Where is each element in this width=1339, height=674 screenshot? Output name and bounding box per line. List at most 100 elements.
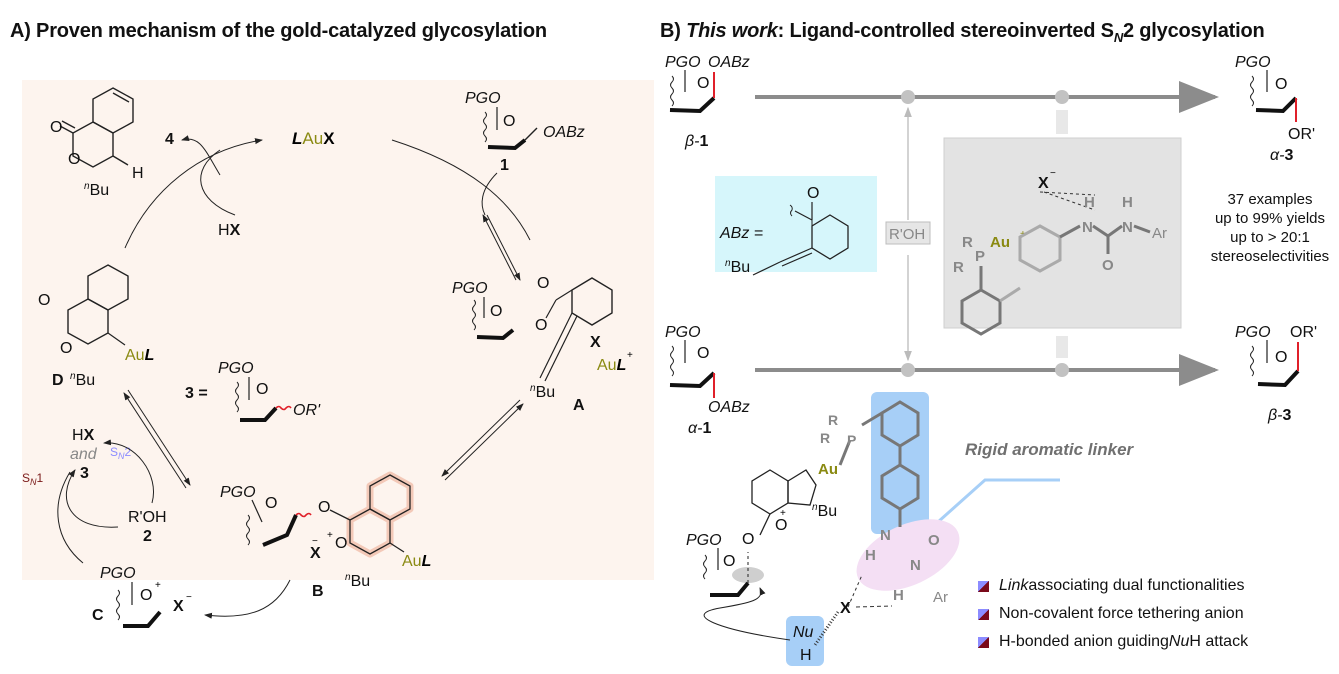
panel-b-title-prefix: B) — [660, 20, 687, 42]
beta-3-product: PGO OR' O β-3 — [1235, 324, 1317, 424]
isocoumarin-butyl: nBu — [84, 181, 109, 199]
stat-line: up to > 20:1 — [1230, 229, 1310, 246]
svg-text:O: O — [1275, 349, 1287, 366]
catalyst-arrow-up — [1056, 110, 1068, 134]
svg-text:O: O — [318, 499, 330, 516]
svg-text:X: X — [590, 334, 601, 351]
svg-text:O: O — [775, 517, 787, 534]
equilibrium-b-to-a — [444, 403, 524, 481]
svg-text:N: N — [910, 557, 921, 574]
intermediate-a: PGO O O O X AuL + nBu A — [452, 275, 633, 414]
substrate-1: PGO O OABz 1 — [465, 90, 585, 174]
track-node — [1055, 363, 1069, 377]
panel-b-title: B) This work: Ligand-controlled stereoin… — [660, 20, 1265, 45]
feature-list: Link associating dual functionalities No… — [978, 572, 1248, 656]
svg-text:R: R — [962, 234, 973, 251]
svg-text:−: − — [312, 536, 318, 547]
svg-text:B: B — [312, 583, 324, 600]
svg-text:PGO: PGO — [1235, 54, 1271, 71]
svg-text:P: P — [847, 432, 856, 448]
sn1-label: SN1 — [22, 471, 44, 487]
svg-text:+: + — [155, 580, 161, 591]
feature-text: H attack — [1189, 633, 1249, 650]
byproduct-4-label: 4 — [165, 131, 174, 148]
sn2-label: SN2 — [110, 445, 132, 461]
intermediate-c: PGO O + C X − — [92, 565, 192, 628]
svg-text:Ar: Ar — [933, 589, 948, 606]
svg-text:N: N — [1122, 219, 1133, 236]
bullet-icon — [978, 608, 989, 620]
roh-box-label: R'OH — [889, 226, 925, 243]
svg-text:1: 1 — [500, 157, 509, 174]
svg-text:−: − — [186, 592, 192, 603]
stat-line: stereoselectivities — [1210, 248, 1330, 265]
svg-text:O: O — [537, 275, 549, 292]
svg-text:PGO: PGO — [665, 54, 701, 71]
svg-text:Ar: Ar — [1152, 225, 1167, 242]
sn2-arrow — [103, 439, 154, 504]
panel-b-title-italic: This work — [686, 20, 778, 42]
alpha-3-product: PGO O OR' α-3 — [1235, 54, 1315, 164]
svg-text:β-1: β-1 — [684, 133, 708, 150]
svg-text:β-3: β-3 — [1267, 407, 1291, 424]
panel-b-title-rest: : Ligand-controlled stereoinverted S — [777, 20, 1114, 42]
results-summary: 37 examples up to 99% yields up to > 20:… — [1205, 190, 1335, 266]
svg-text:PGO: PGO — [665, 324, 701, 341]
svg-text:A: A — [573, 397, 585, 414]
svg-text:H: H — [865, 547, 876, 564]
svg-text:O: O — [503, 113, 515, 130]
svg-text:OR': OR' — [1288, 126, 1315, 143]
catalyst-arrow-down — [1056, 336, 1068, 358]
svg-text:OABz: OABz — [543, 124, 585, 141]
svg-text:OABz: OABz — [708, 399, 750, 416]
svg-text:O: O — [265, 495, 277, 512]
hx-curve — [200, 149, 236, 216]
catalyst-label: LAuX — [292, 129, 335, 148]
svg-text:O: O — [928, 532, 940, 549]
substrate-entry-arrow — [481, 172, 498, 216]
alpha-1-substrate: PGO O OABz α-1 — [665, 324, 750, 437]
svg-text:PGO: PGO — [100, 565, 136, 582]
equilibrium-a-to-b — [441, 399, 521, 477]
arrow-to-4 — [181, 135, 221, 176]
svg-text:O: O — [490, 303, 502, 320]
abz-definition-box — [715, 176, 877, 272]
svg-text:PGO: PGO — [465, 90, 501, 107]
feature-italic: Nu — [1168, 633, 1190, 650]
svg-text:O: O — [38, 292, 50, 309]
svg-text:PGO: PGO — [218, 360, 254, 377]
arc-catalyst-to-a — [391, 139, 531, 241]
arc-d-to-catalyst — [124, 138, 263, 249]
svg-text:PGO: PGO — [220, 484, 256, 501]
equilibrium-arrow-forward — [486, 214, 521, 281]
svg-text:+: + — [627, 350, 633, 361]
svg-text:α-3: α-3 — [1270, 147, 1293, 164]
and-label: and — [70, 446, 98, 463]
equilibrium-arrow-back — [482, 214, 517, 281]
svg-text:nBu: nBu — [70, 371, 95, 389]
svg-text:O: O — [1275, 76, 1287, 93]
svg-text:Nu: Nu — [793, 624, 814, 641]
svg-text:Au: Au — [990, 234, 1010, 251]
stat-line: 37 examples — [1227, 191, 1313, 208]
linker-label: Rigid aromatic linker — [965, 440, 1135, 459]
svg-text:H: H — [800, 647, 812, 664]
intermediate-d: O O AuL D nBu — [38, 264, 154, 389]
svg-text:D: D — [52, 372, 64, 389]
isocoumarin-h: H — [132, 165, 144, 182]
panel-b-title-sub: N — [1113, 30, 1124, 45]
svg-text:nBu: nBu — [530, 383, 555, 401]
transition-state: R R P Au O + nBu O PGO O N H N H O Ar X … — [686, 400, 948, 664]
carbonyl-o: O — [50, 119, 62, 136]
svg-text:O: O — [742, 531, 754, 548]
intermediate-b: PGO O O O + X − AuL nBu B — [220, 471, 431, 600]
svg-text:OABz: OABz — [708, 54, 750, 71]
beta-1-substrate: PGO OABz O β-1 — [665, 54, 750, 150]
svg-text:nBu: nBu — [345, 572, 370, 590]
svg-text:OR': OR' — [293, 402, 321, 419]
track-node — [901, 90, 915, 104]
svg-text:PGO: PGO — [1235, 324, 1271, 341]
panel-b-title-end: 2 glycosylation — [1123, 20, 1265, 42]
